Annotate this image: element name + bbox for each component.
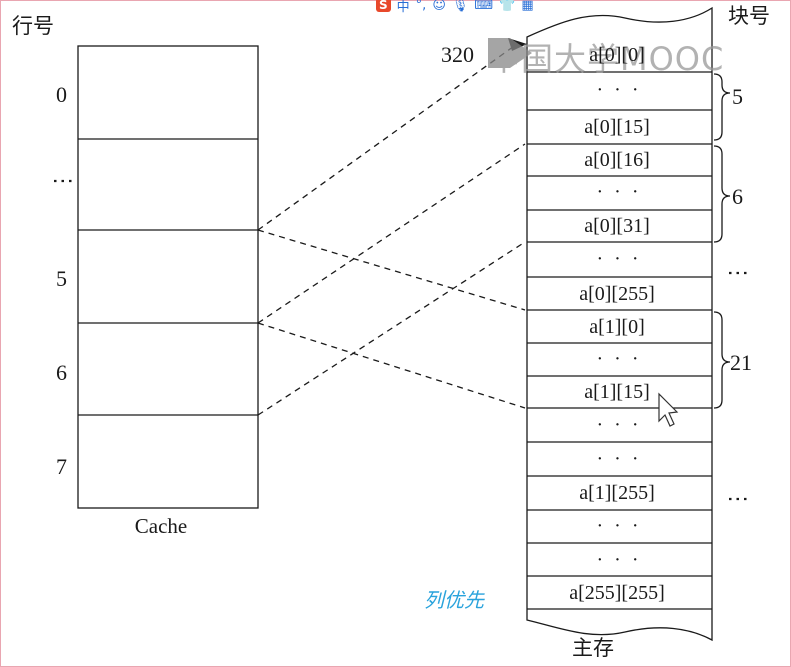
memory-cell: · · · (596, 515, 642, 537)
memory-header: 块号 (728, 4, 770, 28)
ime-voice-icon[interactable]: 🎙 (451, 0, 469, 13)
block-number: 6 (732, 184, 743, 209)
mouse-cursor-icon (658, 392, 679, 427)
memory-column (526, 6, 713, 642)
column-major-note: 列优先 (424, 588, 484, 612)
ime-skin-icon[interactable]: 👕 (499, 0, 516, 13)
ime-mode-icon[interactable]: 中 (396, 0, 410, 15)
memory-cell: · · · (596, 414, 642, 436)
memory-cell: a[0][255] (579, 283, 655, 305)
ime-keyboard-icon[interactable]: ⌨ (474, 0, 494, 13)
memory-cell: a[0][16] (584, 149, 650, 171)
cache-line-number: 7 (56, 454, 67, 479)
ime-emoji-icon[interactable]: ☺ (432, 0, 446, 13)
memory-cell: · · · (596, 448, 642, 470)
memory-cell: · · · (596, 248, 642, 270)
memory-cell: a[1][255] (579, 482, 655, 504)
memory-cell: · · · (596, 549, 642, 571)
cache-line-number: 0 (56, 82, 67, 107)
cache-box (77, 45, 259, 509)
block-number: 5 (732, 84, 743, 109)
memory-dividers (527, 71, 712, 610)
watermark-play-icon (488, 38, 532, 68)
cache-header: 行号 (12, 14, 54, 38)
memory-cell: a[255][255] (569, 582, 665, 604)
memory-cell: a[0][31] (584, 215, 650, 237)
memory-cell: a[1][0] (589, 316, 645, 338)
memory-cell: · · · (596, 348, 642, 370)
cache-line-number: 5 (56, 266, 67, 291)
memory-cell: · · · (596, 181, 642, 203)
cache-label: Cache (134, 514, 188, 538)
memory-cell: · · · (596, 79, 642, 101)
ime-logo-icon[interactable]: S (376, 0, 391, 12)
block-ellipsis: ⋮ (726, 488, 751, 512)
memory-cell: a[0][15] (584, 116, 650, 138)
brace-block-6 (713, 145, 731, 243)
memory-label: 主存 (572, 636, 614, 660)
watermark: 中国大学MOOC (488, 34, 724, 80)
cache-line-ellipsis: ⋮ (51, 170, 76, 194)
ime-toolbar[interactable]: S 中 °, ☺ 🎙 ⌨ 👕 ▦ (376, 0, 534, 15)
memory-address: 320 (441, 42, 474, 67)
ime-toolbox-icon[interactable]: ▦ (521, 0, 534, 13)
block-ellipsis: ⋮ (726, 262, 751, 286)
brace-block-5 (713, 73, 731, 141)
watermark-text: 中国大学MOOC (488, 40, 725, 78)
brace-block-21 (713, 311, 731, 409)
memory-cell: a[1][15] (584, 381, 650, 403)
block-number: 21 (730, 350, 752, 375)
cache-line-number: 6 (56, 360, 67, 385)
ime-punctuation-icon[interactable]: °, (415, 0, 427, 13)
mapping-lines (257, 43, 526, 416)
memory-cell: a[0][0] (589, 44, 645, 66)
